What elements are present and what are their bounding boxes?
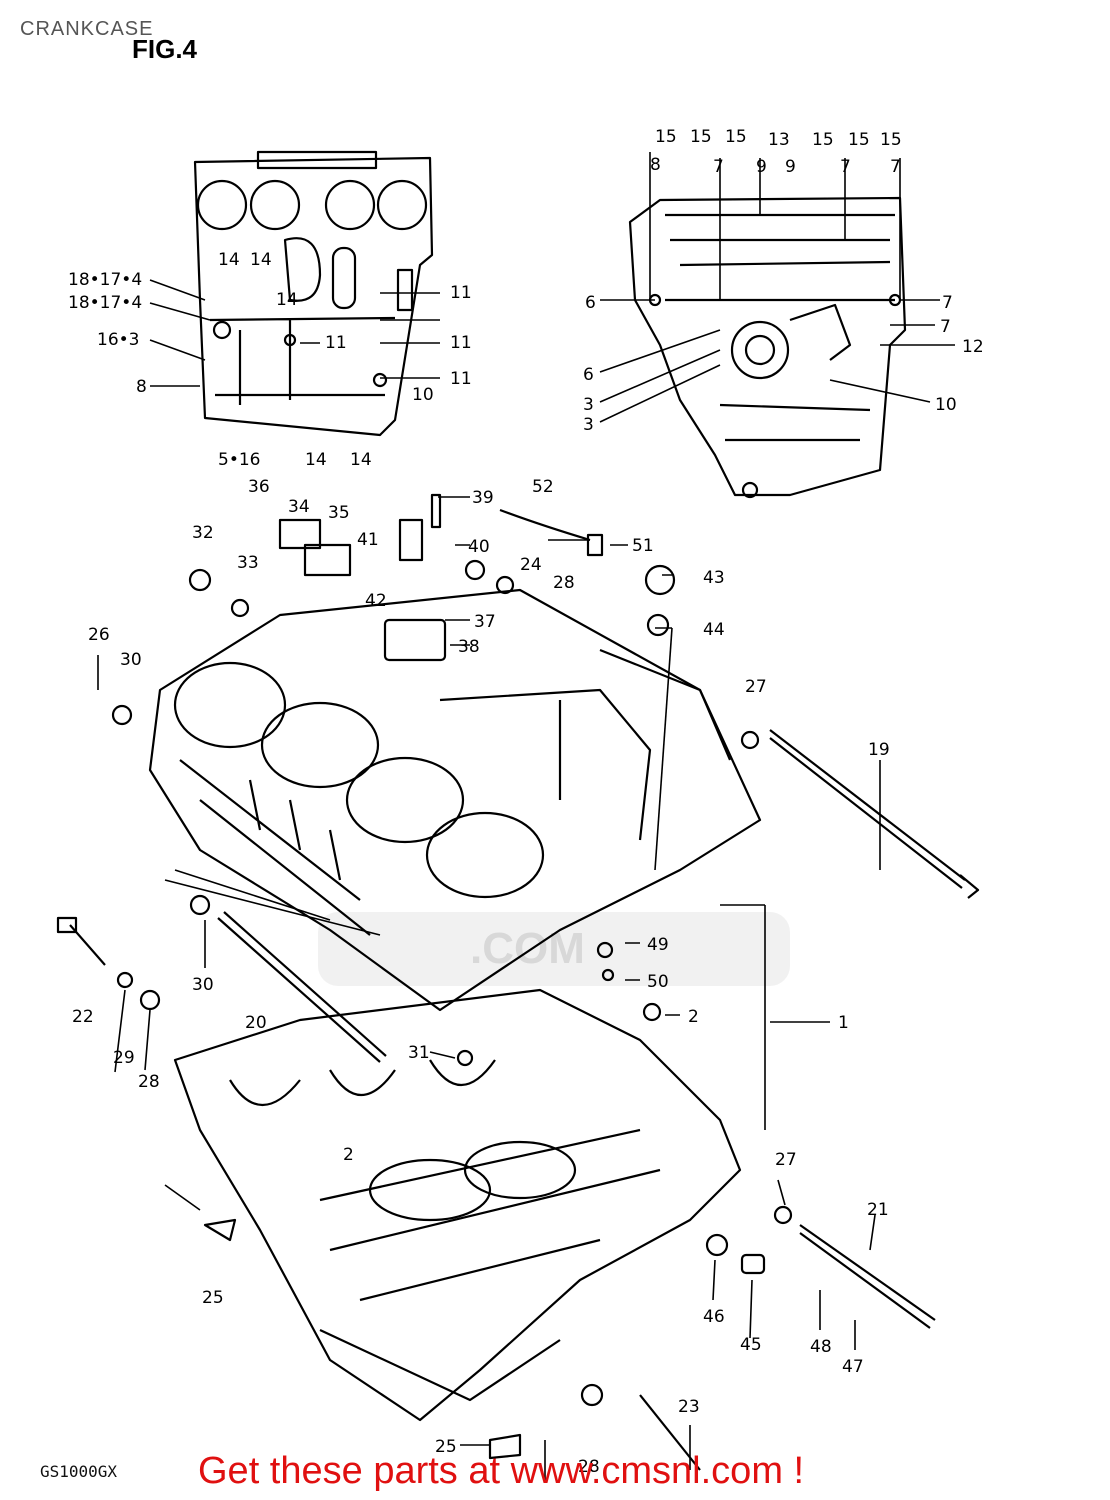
- callout: 2: [688, 1007, 699, 1027]
- callout: 6: [583, 365, 594, 385]
- callout: 24: [520, 555, 542, 575]
- callout: 46: [703, 1307, 725, 1327]
- callout: 8: [650, 155, 661, 175]
- callout: 35: [328, 503, 350, 523]
- callout: 25: [435, 1437, 457, 1457]
- callout: 41: [357, 530, 379, 550]
- callout: 10: [412, 385, 434, 405]
- callout: 12: [962, 337, 984, 357]
- callout: 7: [713, 157, 724, 177]
- callout: 11: [450, 369, 472, 389]
- callout: 1: [838, 1013, 849, 1033]
- callout: 15: [725, 127, 747, 147]
- callout: 48: [810, 1337, 832, 1357]
- callout: 28: [138, 1072, 160, 1092]
- callout: 9: [756, 157, 767, 177]
- leader-lines: [97, 152, 955, 1480]
- callout: 29: [113, 1048, 135, 1068]
- callout: 14: [350, 450, 372, 470]
- callout: 14: [218, 250, 240, 270]
- callout: 20: [245, 1013, 267, 1033]
- callout: 27: [745, 677, 767, 697]
- callout: 15: [848, 130, 870, 150]
- callout: 7: [890, 157, 901, 177]
- callout: 26: [88, 625, 110, 645]
- callout: 14: [305, 450, 327, 470]
- loose-parts: [56, 493, 980, 1471]
- callout: 40: [468, 537, 490, 557]
- callout: 6: [585, 293, 596, 313]
- page-title: CRANKCASE: [20, 18, 154, 40]
- callout: 34: [288, 497, 310, 517]
- callout: 15: [655, 127, 677, 147]
- callout: 15: [690, 127, 712, 147]
- callout: 18•17•4: [68, 293, 142, 313]
- callout: 14: [276, 290, 298, 310]
- callout: 2: [343, 1145, 354, 1165]
- callout: 39: [472, 488, 494, 508]
- callout: 28: [578, 1457, 600, 1477]
- callout: 13: [768, 130, 790, 150]
- callout: 37: [474, 612, 496, 632]
- callout: 10: [935, 395, 957, 415]
- callout: 14: [250, 250, 272, 270]
- callout: 51: [632, 536, 654, 556]
- lower-crankcase: [173, 988, 742, 1422]
- callout: 7: [840, 157, 851, 177]
- model-code: GS1000GX: [40, 1462, 118, 1481]
- callout: 50: [647, 972, 669, 992]
- callout: 52: [532, 477, 554, 497]
- callout: 3: [583, 415, 594, 435]
- callout: 7: [942, 293, 953, 313]
- callout: 30: [120, 650, 142, 670]
- callout: 25: [202, 1288, 224, 1308]
- callout-labels: 15 15 15 13 15 15 15 8 7 9 9 7 7 6 7 7 1…: [68, 127, 984, 1477]
- callout: 42: [365, 591, 387, 611]
- figure-label: FIG.4: [132, 34, 198, 64]
- callout: 7: [940, 317, 951, 337]
- callout: 31: [408, 1043, 430, 1063]
- upper-crankcase: [148, 588, 762, 1012]
- callout: 5•16: [218, 450, 260, 470]
- callout: 11: [325, 333, 347, 353]
- callout: 33: [237, 553, 259, 573]
- callout: 8: [136, 377, 147, 397]
- promo-link[interactable]: Get these parts at www.cmsnl.com !: [198, 1450, 805, 1492]
- callout: 11: [450, 333, 472, 353]
- callout: 36: [248, 477, 270, 497]
- watermark-text: .COM: [470, 924, 585, 973]
- callout: 23: [678, 1397, 700, 1417]
- callout: 16•3: [97, 330, 139, 350]
- callout: 15: [812, 130, 834, 150]
- callout: 15: [880, 130, 902, 150]
- callout: 44: [703, 620, 725, 640]
- callout: 32: [192, 523, 214, 543]
- callout: 45: [740, 1335, 762, 1355]
- callout: 19: [868, 740, 890, 760]
- callout: 3: [583, 395, 594, 415]
- callout: 22: [72, 1007, 94, 1027]
- callout: 18•17•4: [68, 270, 142, 290]
- callout: 49: [647, 935, 669, 955]
- callout: 43: [703, 568, 725, 588]
- callout: 47: [842, 1357, 864, 1377]
- callout: 27: [775, 1150, 797, 1170]
- callout: 38: [458, 637, 480, 657]
- callout: 30: [192, 975, 214, 995]
- watermark-badge: [318, 912, 790, 986]
- inset-top-view: [193, 150, 434, 437]
- callout: 9: [785, 157, 796, 177]
- callout: 11: [450, 283, 472, 303]
- callout: 28: [553, 573, 575, 593]
- callout: 21: [867, 1200, 889, 1220]
